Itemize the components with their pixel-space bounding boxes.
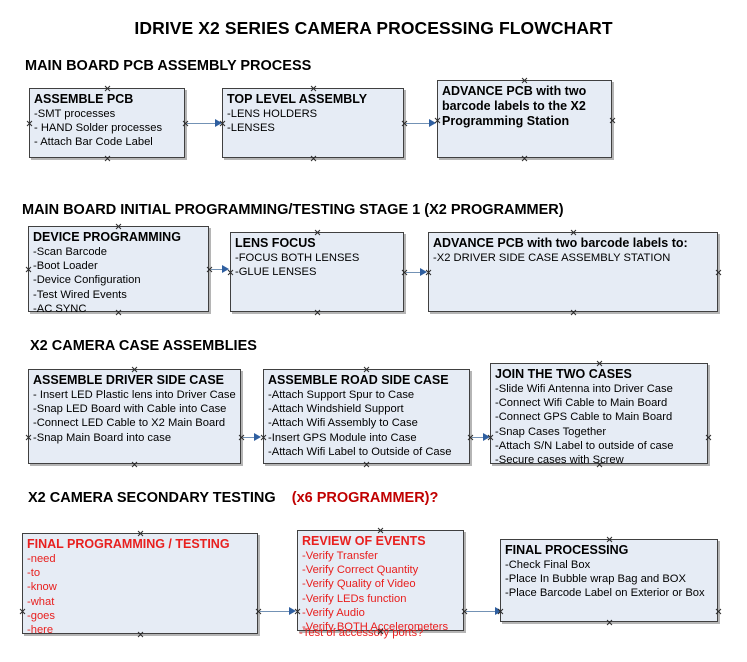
box-title: ADVANCE PCB with two barcode labels to: <box>433 236 688 250</box>
box-line: -Snap LED Board with Cable into Case <box>33 403 227 416</box>
connector-line <box>472 437 486 438</box>
box-line: -know <box>27 581 57 594</box>
arrow-head-icon <box>254 432 261 441</box>
box-line: -Verify LEDs function <box>302 592 407 605</box>
box-line: -Snap Cases Together <box>495 425 607 438</box>
section-heading-x2-camera-case-assemblies: X2 CAMERA CASE ASSEMBLIES <box>30 338 257 354</box>
box-line: -need <box>27 553 56 565</box>
arrow-head-icon <box>289 606 296 615</box>
box-final-programming-testing[interactable]: FINAL PROGRAMMING / TESTING -need -to -k… <box>22 533 258 637</box>
box-line: -Verify Correct Quantity <box>302 564 419 577</box>
box-review-of-events[interactable]: REVIEW OF EVENTS -Verify Transfer -Verif… <box>297 530 464 634</box>
box-line: -Attach Wifi Label to Outside of Case <box>268 445 452 458</box>
section-heading-text: X2 CAMERA SECONDARY TESTING <box>28 490 276 506</box>
arrow-head-icon <box>222 264 229 273</box>
connector-line <box>406 123 432 124</box>
arrow-head-icon <box>483 432 490 441</box>
box-line: -Snap Main Board into case <box>33 431 172 444</box>
section-heading-x2-camera-secondary-testing: X2 CAMERA SECONDARY TESTING (x6 PROGRAMM… <box>28 490 438 506</box>
box-line: -Place In Bubble wrap Bag and BOX <box>505 573 686 586</box>
box-line: -Verify Transfer <box>302 550 378 562</box>
box-title: LENS FOCUS <box>235 236 316 250</box>
box-line: -Device Configuration <box>33 274 141 287</box>
box-line: -LENSES <box>227 122 275 135</box>
box-advance-pcb-x2-programming-station[interactable]: ADVANCE PCB with two barcode labels to t… <box>437 80 612 158</box>
box-lens-focus[interactable]: LENS FOCUS -FOCUS BOTH LENSES -GLUE LENS… <box>230 232 404 312</box>
page-title: IDRIVE X2 SERIES CAMERA PROCESSING FLOWC… <box>134 18 613 38</box>
box-line: -Attach S/N Label to outside of case <box>495 439 674 452</box>
box-title: REVIEW OF EVENTS <box>302 534 426 548</box>
box-title: ASSEMBLE PCB <box>34 92 134 106</box>
box-line: -Connect GPS Cable to Main Board <box>495 411 673 424</box>
box-advance-pcb-driver-side-case[interactable]: ADVANCE PCB with two barcode labels to: … <box>428 232 718 312</box>
arrow-head-icon <box>495 606 502 615</box>
box-line: -to <box>27 567 41 580</box>
box-line: - Attach Bar Code Label <box>34 136 153 149</box>
box-final-processing[interactable]: FINAL PROCESSING -Check Final Box -Place… <box>500 539 718 622</box>
box-line: -AC SYNC <box>33 302 87 315</box>
box-line: -Insert GPS Module into Case <box>268 431 417 444</box>
box-title: ADVANCE PCB with two barcode labels to t… <box>442 84 587 128</box>
box-title: DEVICE PROGRAMMING <box>33 230 181 244</box>
connector-line <box>211 269 225 270</box>
box-line: -Verify Quality of Video <box>302 578 416 591</box>
section-heading-main-board-initial-programming: MAIN BOARD INITIAL PROGRAMMING/TESTING S… <box>22 202 564 218</box>
box-line: -SMT processes <box>34 108 116 120</box>
connector-line <box>406 272 424 273</box>
box-title: TOP LEVEL ASSEMBLY <box>227 92 368 106</box>
box-line: -Verify Audio <box>302 606 365 619</box>
box-line: - Insert LED Plastic lens into Driver Ca… <box>33 389 236 401</box>
box-title: ASSEMBLE ROAD SIDE CASE <box>268 373 449 387</box>
box-line: -Test Wired Events <box>33 288 127 301</box>
box-line: -Slide Wifi Antenna into Driver Case <box>495 383 673 395</box>
box-line: - HAND Solder processes <box>34 122 163 135</box>
section-heading-accent: (x6 PROGRAMMER)? <box>291 490 439 506</box>
arrow-head-icon <box>420 267 427 276</box>
arrow-head-icon <box>215 118 222 127</box>
box-title: JOIN THE TWO CASES <box>495 367 632 381</box>
connector-line <box>466 611 498 612</box>
box-line: -Attach Windshield Support <box>268 403 404 416</box>
box-line: -FOCUS BOTH LENSES <box>235 252 360 264</box>
box-line: -Check Final Box <box>505 559 591 571</box>
box-line: -what <box>27 595 55 608</box>
box-line: -here <box>27 624 54 637</box>
box-line-overflow: -Test of accessory ports? <box>299 627 424 639</box>
box-title: FINAL PROGRAMMING / TESTING <box>27 537 230 551</box>
connector-line <box>187 123 219 124</box>
box-line: -LENS HOLDERS <box>227 108 318 120</box>
box-line: -Secure cases with Screw <box>495 454 624 467</box>
box-device-programming[interactable]: DEVICE PROGRAMMING -Scan Barcode -Boot L… <box>28 226 209 315</box>
box-line: -Scan Barcode <box>33 246 108 258</box>
box-line: -Connect Wifi Cable to Main Board <box>495 397 668 410</box>
box-line: -Attach Support Spur to Case <box>268 389 415 401</box>
box-line: -Attach Wifi Assembly to Case <box>268 417 418 430</box>
box-top-level-assembly[interactable]: TOP LEVEL ASSEMBLY -LENS HOLDERS -LENSES <box>222 88 404 158</box>
box-title: ASSEMBLE DRIVER SIDE CASE <box>33 373 225 387</box>
connector-line <box>243 437 257 438</box>
section-heading-main-board-pcb-assembly: MAIN BOARD PCB ASSEMBLY PROCESS <box>25 58 312 74</box>
arrow-head-icon <box>429 118 436 127</box>
box-line: -Place Barcode Label on Exterior or Box <box>505 587 705 600</box>
box-assemble-pcb[interactable]: ASSEMBLE PCB -SMT processes - HAND Solde… <box>29 88 185 158</box>
box-line: -Connect LED Cable to X2 Main Board <box>33 417 226 430</box>
box-join-the-two-cases[interactable]: JOIN THE TWO CASES -Slide Wifi Antenna i… <box>490 363 708 467</box>
box-assemble-driver-side-case[interactable]: ASSEMBLE DRIVER SIDE CASE - Insert LED P… <box>28 369 241 464</box>
box-line: -goes <box>27 609 55 622</box>
box-line: -Boot Loader <box>33 260 98 273</box>
connector-line <box>260 611 292 612</box>
box-line: -GLUE LENSES <box>235 266 317 279</box>
box-assemble-road-side-case[interactable]: ASSEMBLE ROAD SIDE CASE -Attach Support … <box>263 369 470 464</box>
box-line: -X2 DRIVER SIDE CASE ASSEMBLY STATION <box>433 252 671 264</box>
box-title: FINAL PROCESSING <box>505 543 629 557</box>
box-line: -Verify BOTH Accelerometers <box>302 621 449 634</box>
